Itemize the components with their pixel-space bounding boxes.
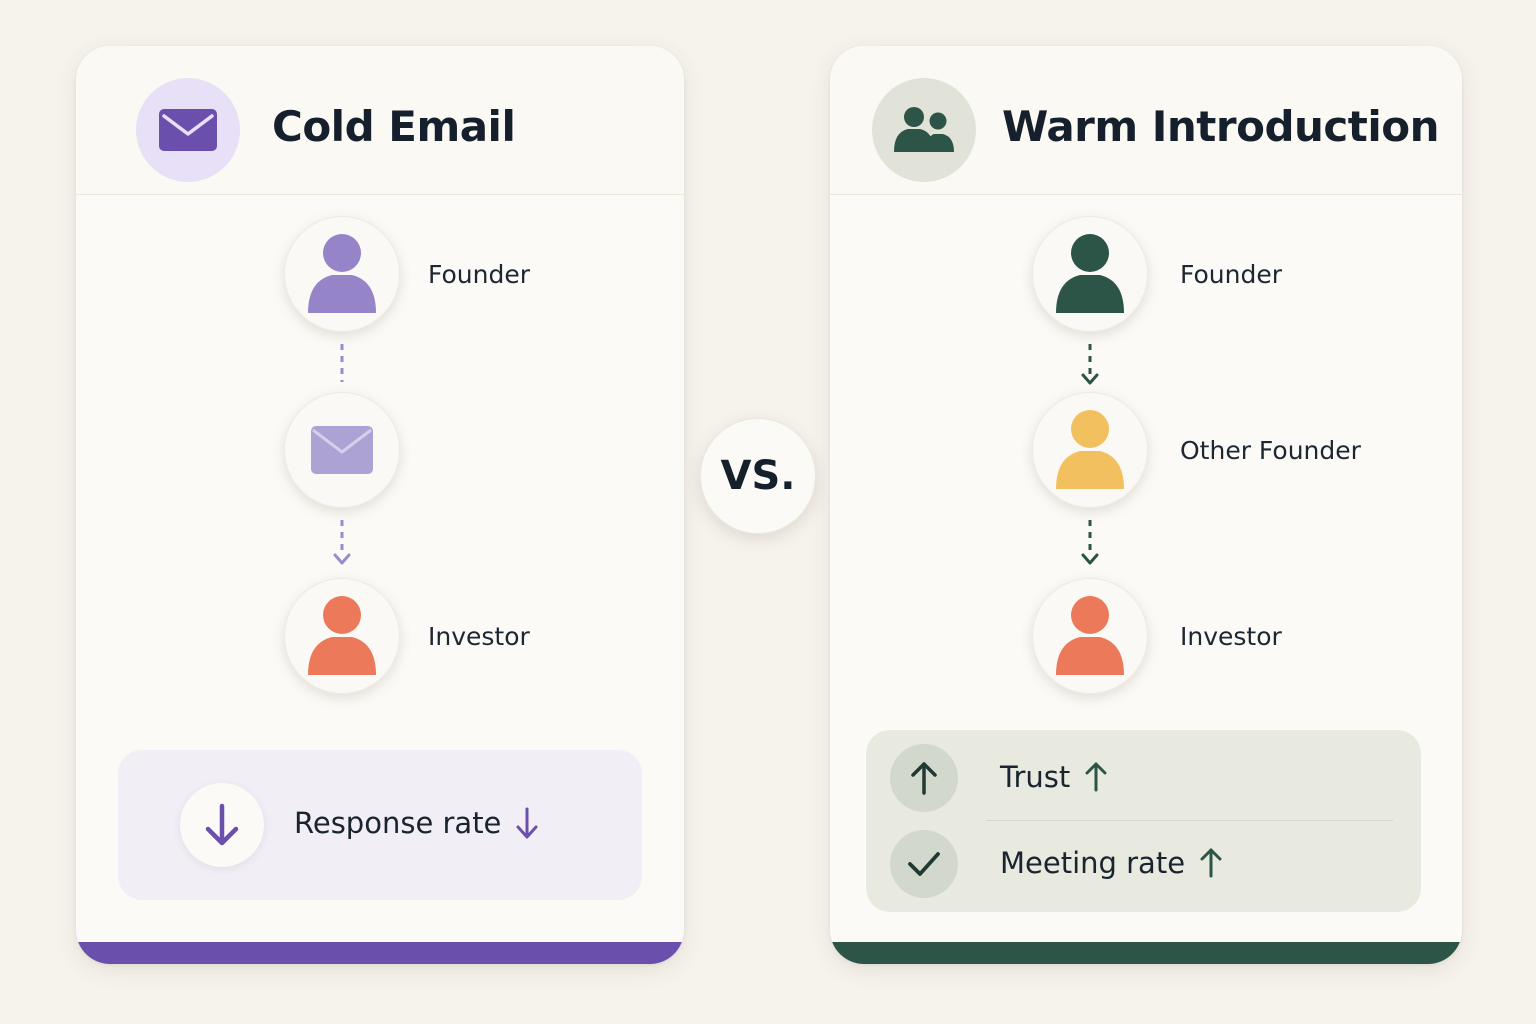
metric-badge <box>180 783 264 867</box>
person-icon <box>308 234 376 313</box>
divider <box>986 820 1393 821</box>
arrow-down-icon <box>205 803 239 846</box>
envelope-icon <box>311 426 373 474</box>
node-label: Founder <box>428 260 531 289</box>
person-icon <box>308 596 376 675</box>
response-rate-box: Response rate <box>118 750 642 900</box>
accent-bar <box>830 942 1462 964</box>
person-icon <box>1056 410 1124 489</box>
metrics-box: Trust Meeting rate <box>866 730 1421 912</box>
envelope-icon <box>159 109 217 151</box>
investor-node <box>284 578 400 694</box>
person-icon <box>1056 596 1124 675</box>
metric-label: Response rate <box>294 806 539 840</box>
arrow-up-icon <box>1085 762 1107 792</box>
people-icon <box>894 107 954 152</box>
checkmark-icon <box>908 852 940 876</box>
accent-bar <box>76 942 684 964</box>
vs-badge: VS. <box>700 418 816 534</box>
node-label: Investor <box>1180 622 1282 651</box>
card-header: Warm Introduction <box>830 46 1462 195</box>
response-rate-text: Response rate <box>294 806 502 840</box>
other-founder-node <box>1032 392 1148 508</box>
founder-node <box>284 216 400 332</box>
dashed-arrow-connector <box>1081 520 1099 565</box>
warm-introduction-card: Warm Introduction Founder Other Founder … <box>830 46 1462 964</box>
node-label: Other Founder <box>1180 436 1361 465</box>
dashed-arrow-connector <box>333 520 351 565</box>
investor-node <box>1032 578 1148 694</box>
header-badge <box>872 78 976 182</box>
email-node <box>284 392 400 508</box>
card-title: Cold Email <box>272 102 516 151</box>
card-header: Cold Email <box>76 46 684 195</box>
metric-label: Meeting rate <box>1000 846 1223 880</box>
metric-badge <box>890 744 958 812</box>
node-label: Founder <box>1180 260 1283 289</box>
person-icon <box>1056 234 1124 313</box>
dashed-connector <box>340 344 344 382</box>
header-badge <box>136 78 240 182</box>
arrow-up-icon <box>1200 848 1222 878</box>
metric-badge <box>890 830 958 898</box>
meeting-rate-text: Meeting rate <box>1000 846 1186 880</box>
arrow-down-icon <box>516 807 538 839</box>
card-title: Warm Introduction <box>1002 102 1440 151</box>
cold-email-card: Cold Email Founder Investor <box>76 46 684 964</box>
dashed-arrow-connector <box>1081 344 1099 385</box>
founder-node <box>1032 216 1148 332</box>
trust-text: Trust <box>1000 760 1071 794</box>
metric-label: Trust <box>1000 760 1108 794</box>
node-label: Investor <box>428 622 530 651</box>
arrow-up-icon <box>911 762 937 795</box>
